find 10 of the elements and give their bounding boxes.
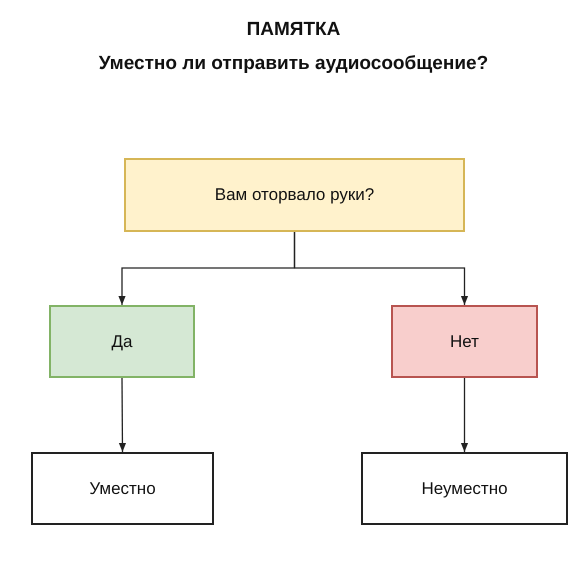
arrow bbox=[294, 232, 468, 305]
result-box: Неуместно bbox=[361, 452, 568, 525]
subtitle: Уместно ли отправить аудиосообщение? bbox=[98, 52, 490, 76]
result-box: Уместно bbox=[31, 452, 214, 525]
arrow bbox=[118, 378, 126, 452]
arrow bbox=[460, 378, 468, 452]
answer-box: Нет bbox=[391, 305, 538, 378]
answer-box: Да bbox=[49, 305, 195, 378]
question-box: Вам оторвало руки? bbox=[124, 158, 465, 232]
title: ПАМЯТКА bbox=[246, 18, 342, 42]
